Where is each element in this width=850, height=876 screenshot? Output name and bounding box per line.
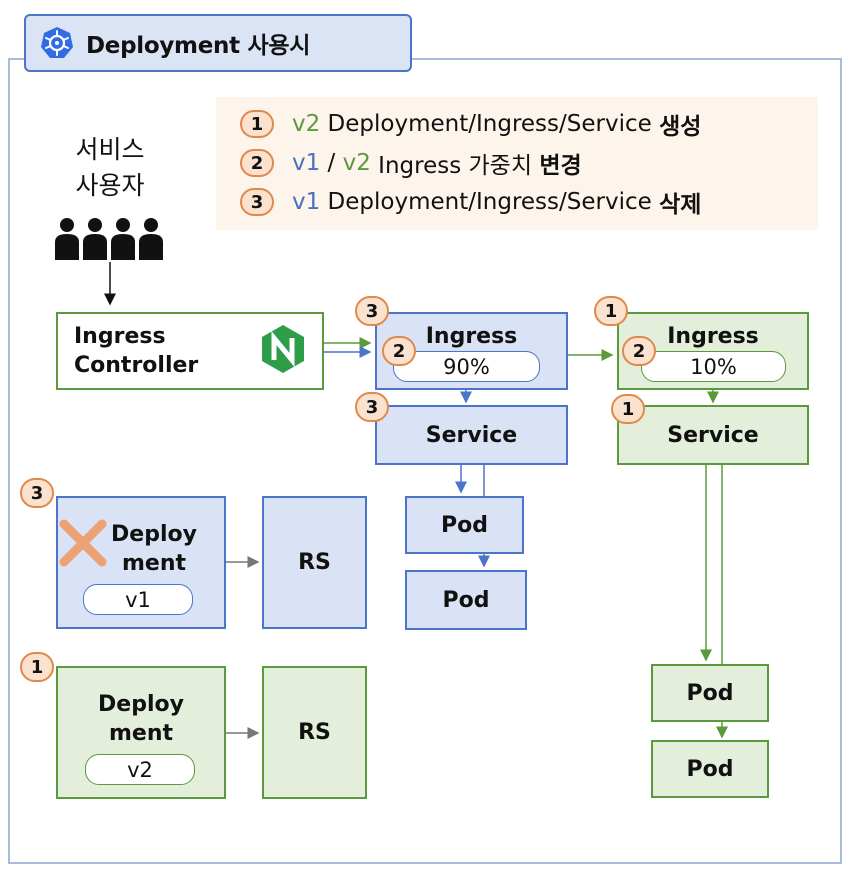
step-badge: 3 bbox=[355, 392, 389, 422]
legend-text: 삭제 bbox=[659, 192, 702, 218]
users-label-line: 서비스 bbox=[75, 135, 145, 164]
v1-weight-pill: 90% bbox=[393, 351, 540, 382]
page-title: Deployment 사용시 bbox=[86, 33, 311, 59]
v1-version-pill: v1 bbox=[83, 584, 193, 615]
legend-text: v2 bbox=[342, 150, 371, 176]
step-badge: 1 bbox=[20, 652, 54, 682]
pod-label: Pod bbox=[442, 587, 490, 613]
step-badge: 3 bbox=[20, 478, 54, 508]
v2-service-label: Service bbox=[667, 422, 759, 448]
v1-service-label: Service bbox=[425, 422, 518, 448]
legend-text: Deployment/Ingress/Service bbox=[320, 189, 660, 215]
v2-service[interactable]: Service bbox=[617, 405, 809, 465]
step-number: 1 bbox=[240, 110, 274, 138]
legend-text: / bbox=[320, 150, 343, 176]
rs-label: RS bbox=[298, 550, 331, 575]
ingress-controller[interactable]: Ingress Controller bbox=[56, 312, 324, 390]
legend-text: v2 bbox=[292, 111, 321, 137]
legend-row-2: 2 v1 / v2 Ingress 가중치 변경 bbox=[240, 146, 582, 180]
legend-text: v1 bbox=[292, 150, 321, 176]
users-icon bbox=[55, 218, 163, 260]
step-badge: 3 bbox=[355, 296, 389, 326]
legend-row-1: 1 v2 Deployment/Ingress/Service 생성 bbox=[240, 107, 701, 141]
deployment-label: Deploy bbox=[98, 692, 184, 717]
legend: 1 v2 Deployment/Ingress/Service 생성 2 v1 … bbox=[216, 97, 818, 230]
v1-service[interactable]: Service bbox=[375, 405, 568, 465]
kubernetes-icon bbox=[41, 27, 73, 58]
ingress-controller-label: Controller bbox=[74, 353, 199, 378]
v2-weight-pill: 10% bbox=[641, 351, 786, 382]
legend-text: 생성 bbox=[659, 114, 702, 140]
step-badge: 2 bbox=[382, 336, 416, 366]
deployment-label: ment bbox=[121, 551, 187, 576]
legend-text: Deployment/Ingress/Service bbox=[320, 111, 660, 137]
delete-x-icon bbox=[59, 519, 107, 567]
pod-label: Pod bbox=[441, 512, 488, 538]
legend-row-3: 3 v1 Deployment/Ingress/Service 삭제 bbox=[240, 185, 701, 219]
v2-version-pill: v2 bbox=[85, 754, 195, 785]
v1-deployment[interactable]: Deploy ment v1 bbox=[56, 496, 226, 629]
pod-label: Pod bbox=[686, 680, 734, 706]
rs-label: RS bbox=[298, 720, 331, 745]
users-label-line: 사용자 bbox=[75, 171, 145, 200]
v2-replicaset[interactable]: RS bbox=[262, 666, 367, 799]
step-badge: 2 bbox=[622, 336, 656, 366]
v2-ingress-label: Ingress bbox=[667, 324, 759, 349]
v2-deployment[interactable]: Deploy ment v2 bbox=[56, 666, 226, 799]
v1-pod[interactable]: Pod bbox=[405, 496, 524, 554]
users-label: 서비스 사용자 bbox=[60, 132, 160, 204]
nginx-icon bbox=[262, 325, 304, 373]
pod-label: Pod bbox=[686, 756, 734, 782]
title-tab: Deployment 사용시 bbox=[24, 14, 412, 72]
v1-ingress-label: Ingress bbox=[425, 324, 518, 349]
v2-pod[interactable]: Pod bbox=[651, 664, 769, 722]
v2-pod[interactable]: Pod bbox=[651, 740, 769, 798]
ingress-controller-label: Ingress bbox=[74, 324, 166, 349]
legend-text: 변경 bbox=[539, 153, 582, 179]
deployment-label: ment bbox=[108, 721, 174, 746]
deployment-label: Deploy bbox=[111, 522, 197, 547]
step-badge: 1 bbox=[594, 296, 628, 326]
v1-replicaset[interactable]: RS bbox=[262, 496, 367, 629]
step-number: 3 bbox=[240, 188, 274, 216]
v1-pod[interactable]: Pod bbox=[405, 570, 527, 630]
step-number: 2 bbox=[240, 149, 274, 177]
legend-text: Ingress 가중치 bbox=[370, 153, 540, 179]
legend-text: v1 bbox=[292, 189, 321, 215]
step-badge: 1 bbox=[611, 394, 645, 424]
